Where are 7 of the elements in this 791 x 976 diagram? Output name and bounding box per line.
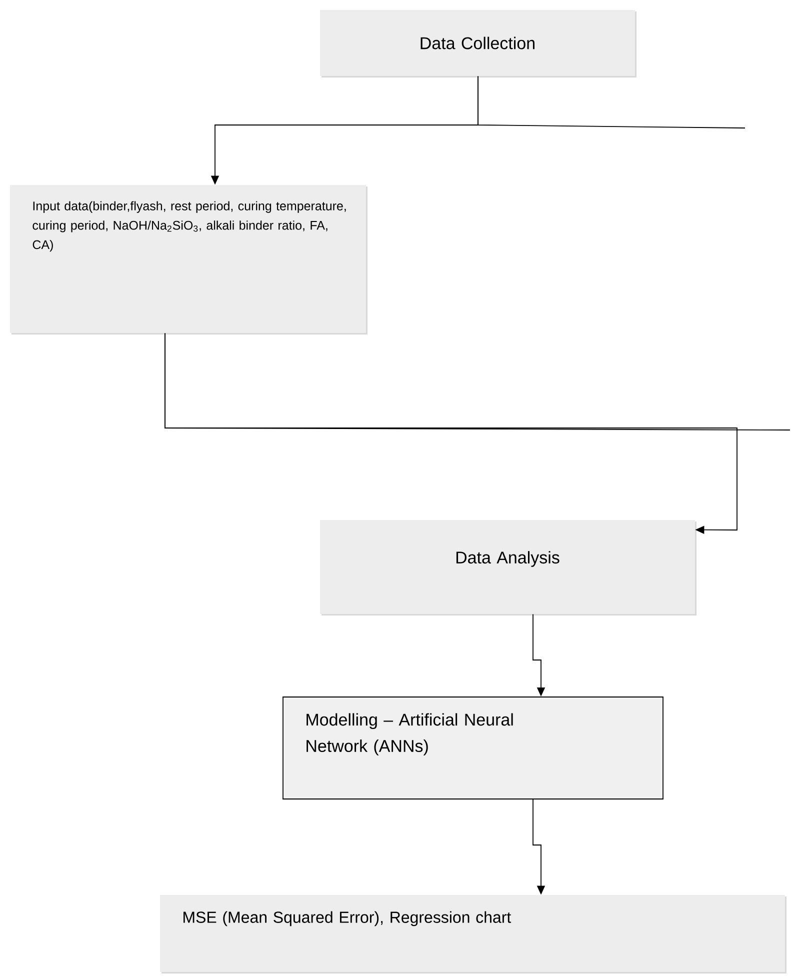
process-box: Modelling – Artificial Neural Network (ANNs) bbox=[282, 696, 664, 800]
connector-line bbox=[478, 76, 746, 128]
process-box: Input data(binder,flyash, rest period, curing temperature, curing period, NaOH/Na$_{2}$SiO$_{3}$, alkali binder ratio, FA, CA) bbox=[10, 185, 368, 334]
process-box: Data Collection bbox=[320, 10, 636, 78]
process-box: MSE (Mean Squared Error), Regression chart bbox=[160, 895, 786, 974]
connector-line bbox=[164, 332, 790, 430]
process-box: Data Analysis bbox=[320, 520, 696, 616]
